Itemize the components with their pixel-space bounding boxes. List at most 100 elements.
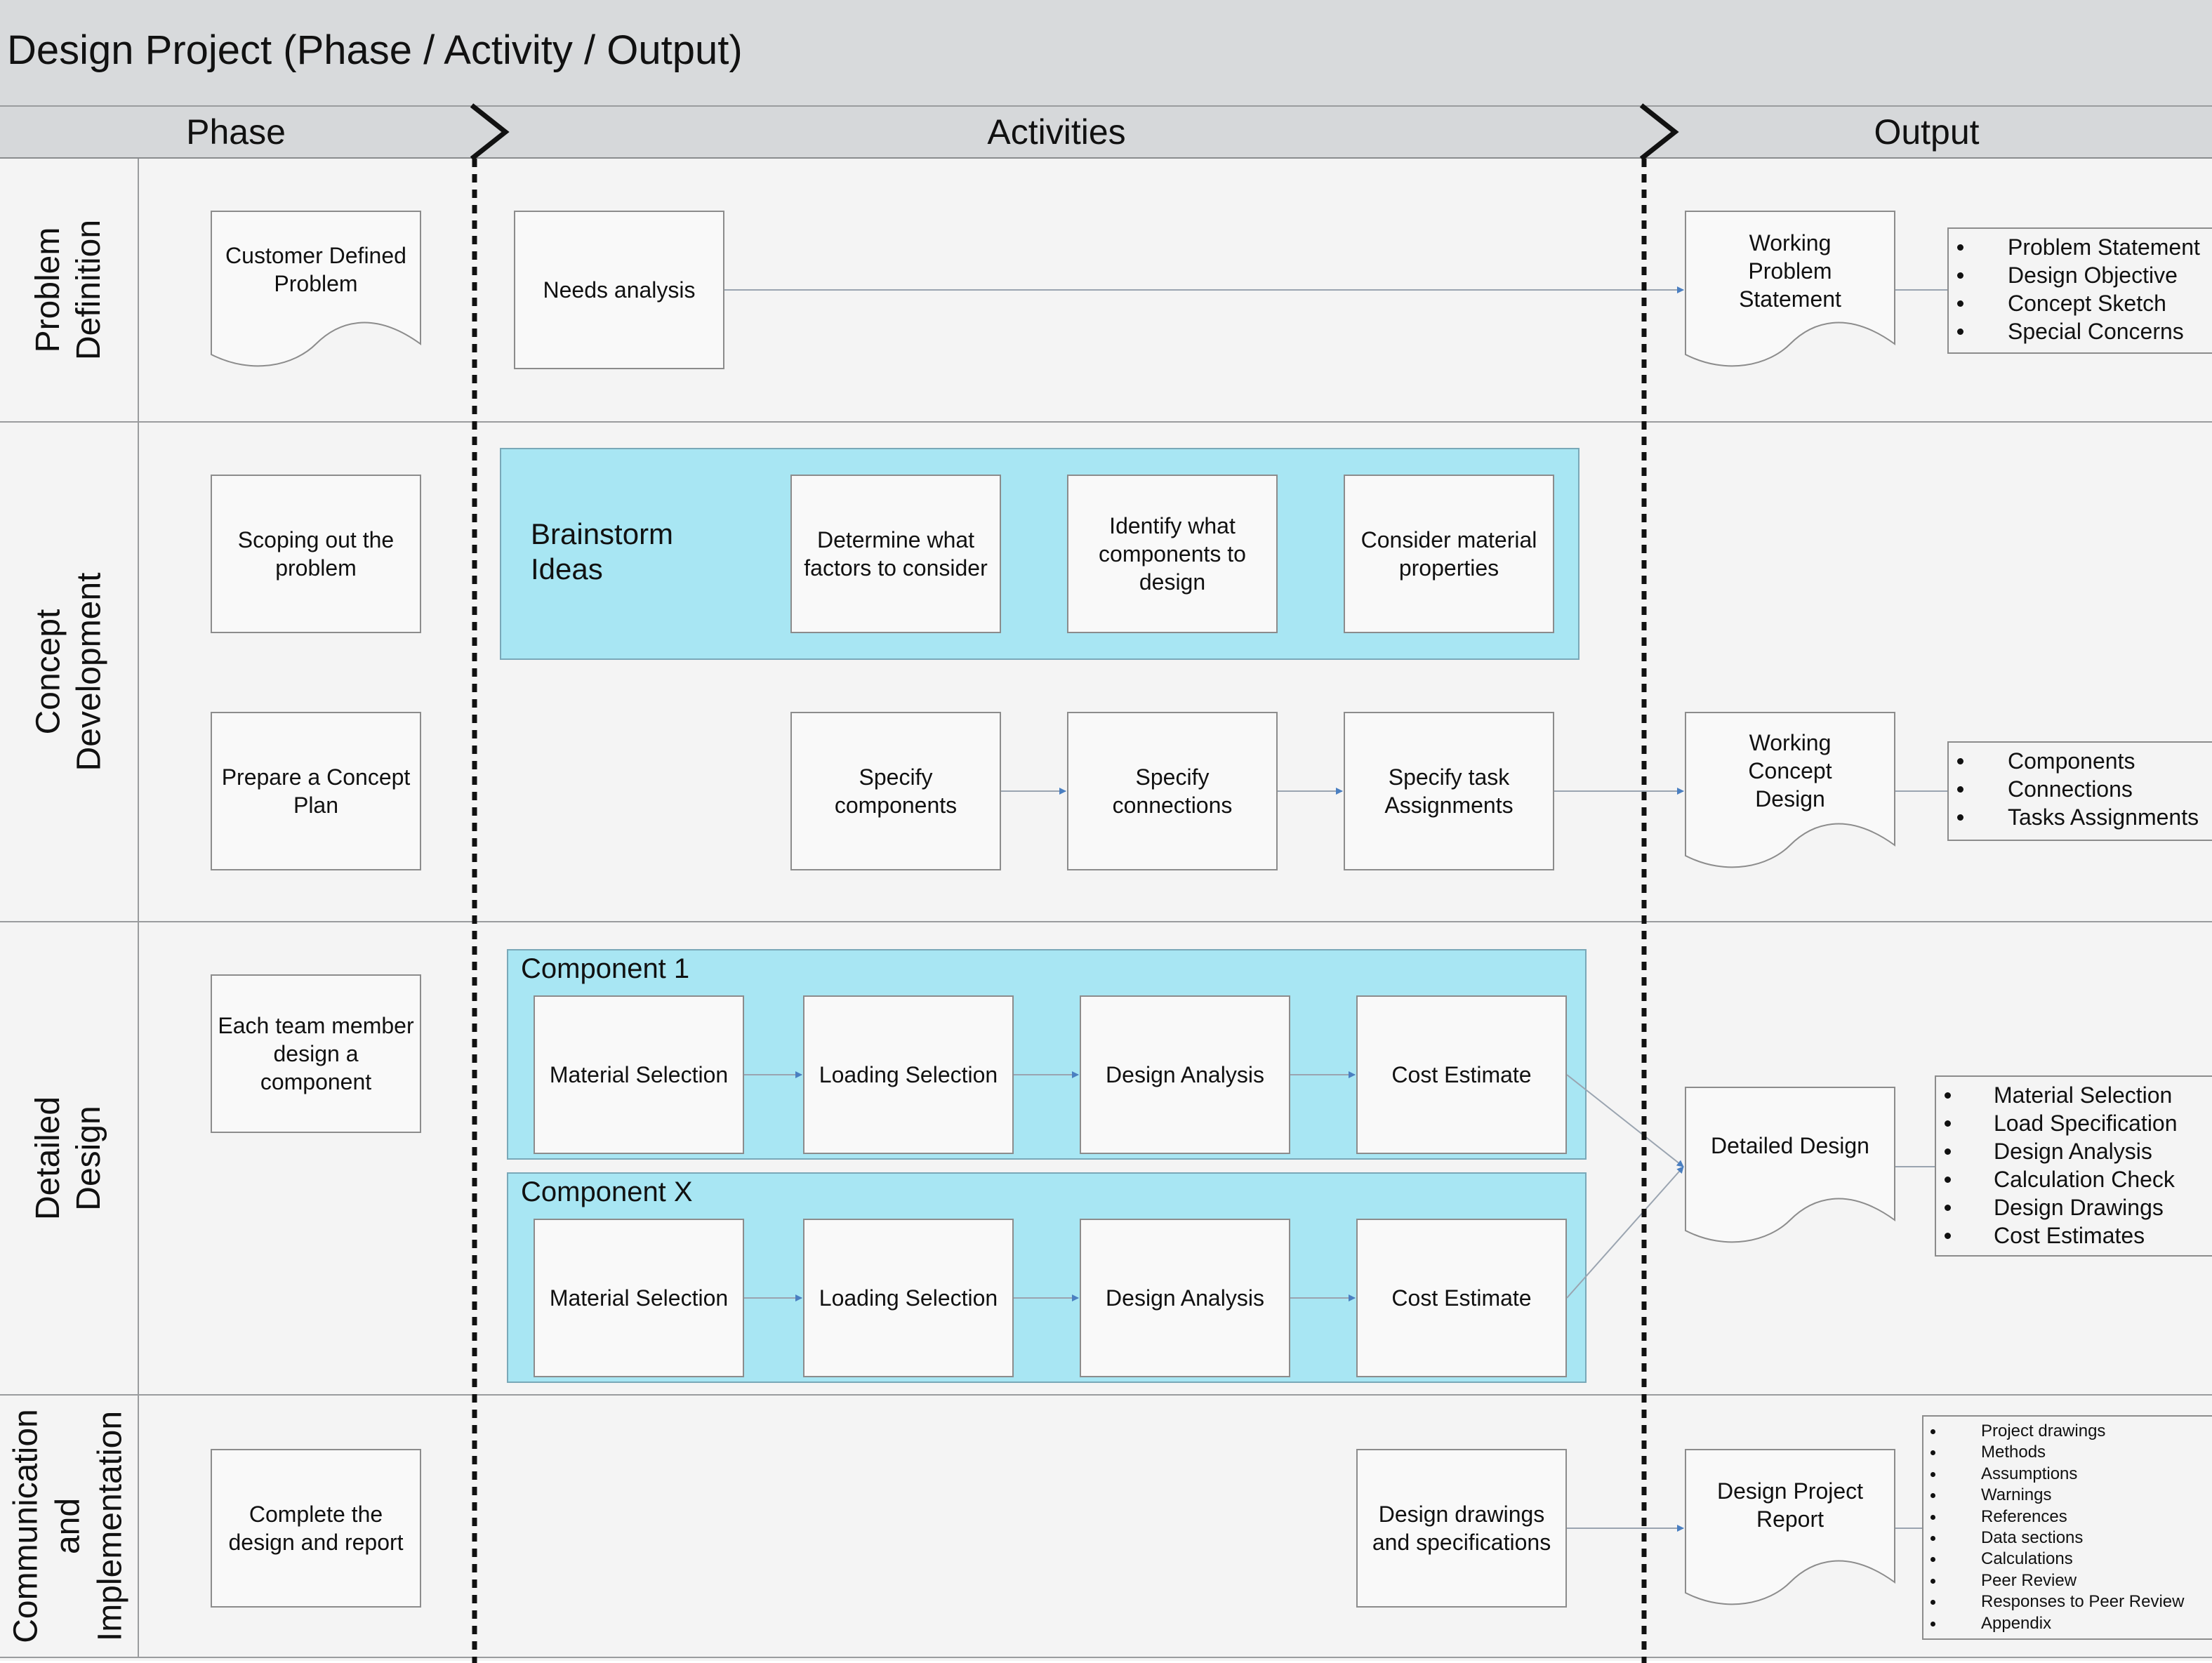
brainstorm-label: Brainstorm Ideas xyxy=(531,517,674,585)
row-label-divider xyxy=(138,159,139,1658)
bullet-text: Assumptions xyxy=(1981,1464,2078,1483)
output-bullets-report: Project drawings Methods Assumptions War… xyxy=(1922,1415,2212,1640)
row-divider xyxy=(0,1394,2212,1396)
brainstorm-item: Determine what factors to consider xyxy=(790,475,1001,633)
bullet-dot xyxy=(1930,1578,1935,1584)
component-x-step: Design Analysis xyxy=(1080,1219,1290,1377)
bullet-text: References xyxy=(1981,1506,2067,1526)
bullet-dot xyxy=(1957,300,1963,307)
row-divider xyxy=(0,421,2212,423)
component-x-step: Material Selection xyxy=(534,1219,744,1377)
bullet-item: Project drawings xyxy=(1923,1421,2212,1442)
phase-box-concept-plan: Prepare a Concept Plan xyxy=(211,712,421,870)
bullet-dot xyxy=(1930,1621,1935,1626)
title-bar: Design Project (Phase / Activity / Outpu… xyxy=(0,0,2212,107)
bullet-dot xyxy=(1945,1205,1951,1211)
bullet-dot xyxy=(1957,272,1963,279)
bullet-text: Material Selection xyxy=(1994,1082,2173,1108)
bullet-text: Data sections xyxy=(1981,1528,2084,1548)
bullet-item: Components xyxy=(1949,747,2212,775)
bullet-text: Connections xyxy=(2008,776,2133,802)
activities-column-label: Activities xyxy=(987,112,1126,152)
component-1-step: Material Selection xyxy=(534,995,744,1154)
bullet-text: Problem Statement xyxy=(2008,234,2200,260)
row-divider xyxy=(0,1657,2212,1658)
bullet-item: Cost Estimates xyxy=(1936,1221,2212,1250)
bullet-text: Calculation Check xyxy=(1994,1167,2175,1192)
bullet-dot xyxy=(1945,1148,1951,1155)
component-1-step: Design Analysis xyxy=(1080,995,1290,1154)
component-1-step: Cost Estimate xyxy=(1356,995,1567,1154)
output-doc-text: Design Project Report xyxy=(1716,1478,1864,1532)
bullet-dot xyxy=(1930,1450,1935,1456)
bullet-dot xyxy=(1957,786,1963,793)
bullet-text: Design Analysis xyxy=(1994,1139,2152,1164)
bullet-dot xyxy=(1957,814,1963,821)
bullet-item: Assumptions xyxy=(1923,1464,2212,1485)
output-column-header: Output xyxy=(1641,107,2212,159)
bullet-item: Calculation Check xyxy=(1936,1165,2212,1193)
phase-column-header: Phase xyxy=(0,107,472,159)
bullet-dot xyxy=(1930,1536,1935,1542)
phase-box-scoping: Scoping out the problem xyxy=(211,475,421,633)
bullet-dot xyxy=(1930,1493,1935,1499)
diagram-body xyxy=(0,159,2212,1661)
component-1-label: Component 1 xyxy=(521,953,690,984)
bullet-item: Warnings xyxy=(1923,1485,2212,1506)
bullet-item: Problem Statement xyxy=(1949,233,2212,261)
bullet-text: Components xyxy=(2008,748,2135,774)
bullet-text: Methods xyxy=(1981,1443,2046,1462)
bullet-dot xyxy=(1930,1600,1935,1605)
output-doc-text: Working Problem Statement xyxy=(1739,230,1841,312)
brainstorm-item: Consider material properties xyxy=(1344,475,1554,633)
bullet-item: Material Selection xyxy=(1936,1081,2212,1109)
bullet-item: Data sections xyxy=(1923,1528,2212,1549)
bullet-dot xyxy=(1930,1471,1935,1477)
bullet-text: Peer Review xyxy=(1981,1570,2077,1590)
bullet-text: Calculations xyxy=(1981,1549,2073,1569)
arrow-cx-to-detailed-design xyxy=(1566,1166,1684,1299)
bullet-text: Responses to Peer Review xyxy=(1981,1592,2185,1612)
diagram-title: Design Project (Phase / Activity / Outpu… xyxy=(7,27,743,73)
activity-specify-connections: Specify connections xyxy=(1067,712,1278,870)
bullet-item: Special Concerns xyxy=(1949,317,2212,345)
activity-specify-components: Specify components xyxy=(790,712,1001,870)
bullet-dot xyxy=(1930,1557,1935,1563)
activity-needs-analysis: Needs analysis xyxy=(514,211,724,369)
activity-specify-tasks: Specify task Assignments xyxy=(1344,712,1554,870)
bullet-dot xyxy=(1957,244,1963,251)
component-x-step: Loading Selection xyxy=(803,1219,1014,1377)
bullet-text: Special Concerns xyxy=(2008,319,2184,344)
bullet-text: Warnings xyxy=(1981,1485,2052,1505)
phase-box-complete-design: Complete the design and report xyxy=(211,1449,421,1608)
phase-column-label: Phase xyxy=(186,112,286,152)
bullet-text: Design Objective xyxy=(2008,263,2178,288)
bullet-dot xyxy=(1957,758,1963,764)
activity-design-drawings: Design drawings and specifications xyxy=(1356,1449,1567,1608)
output-doc-text: Working Concept Design xyxy=(1748,730,1832,811)
component-1-step: Loading Selection xyxy=(803,995,1014,1154)
bullet-item: Design Analysis xyxy=(1936,1137,2212,1165)
bullet-text: Load Specification xyxy=(1994,1111,2178,1136)
brainstorm-item: Identify what components to design xyxy=(1067,475,1278,633)
bullet-item: Connections xyxy=(1949,775,2212,803)
bullet-item: Load Specification xyxy=(1936,1109,2212,1137)
bullet-text: Design Drawings xyxy=(1994,1195,2164,1220)
output-column-label: Output xyxy=(1874,112,1980,152)
header-chevron xyxy=(1639,103,1679,161)
component-x-step: Cost Estimate xyxy=(1356,1219,1567,1377)
bullet-dot xyxy=(1930,1429,1935,1434)
phase-doc-customer-problem: Customer Defined Problem xyxy=(211,211,421,372)
bullet-item: Calculations xyxy=(1923,1549,2212,1570)
bullet-item: Tasks Assignments xyxy=(1949,803,2212,831)
output-bullets-concept: Components Connections Tasks Assignments xyxy=(1947,741,2212,841)
bullet-dot xyxy=(1930,1514,1935,1520)
output-bullets-problem: Problem Statement Design Objective Conce… xyxy=(1947,227,2212,354)
bullet-item: Concept Sketch xyxy=(1949,289,2212,317)
output-doc-text: Detailed Design xyxy=(1711,1133,1869,1158)
row-divider xyxy=(0,921,2212,922)
bullet-item: Methods xyxy=(1923,1442,2212,1463)
bullet-text: Cost Estimates xyxy=(1994,1223,2145,1248)
